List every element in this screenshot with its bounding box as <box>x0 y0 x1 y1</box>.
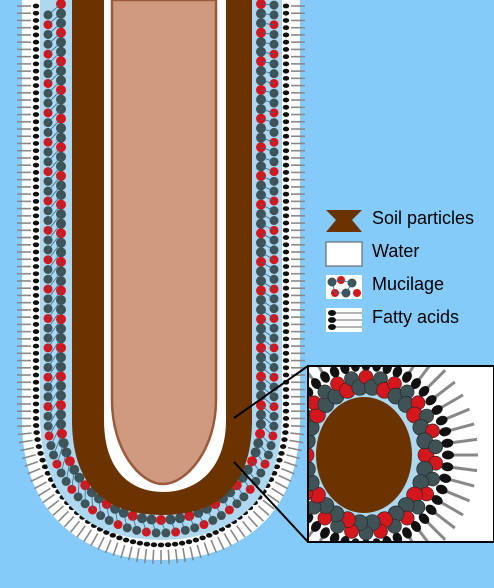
legend-label-fatty-acids: Fatty acids <box>372 307 459 328</box>
fatty-acid-swatch-icon <box>322 305 366 333</box>
water-swatch-icon <box>322 239 366 267</box>
legend-label-mucilage: Mucilage <box>372 274 444 295</box>
root <box>112 0 216 484</box>
soil-particle-swatch-icon <box>322 206 366 234</box>
legend: Soil particles Water Mucilage <box>322 204 494 336</box>
legend-label-water: Water <box>372 241 419 262</box>
legend-item-water: Water <box>322 237 494 270</box>
legend-item-fatty-acids: Fatty acids <box>322 303 494 336</box>
legend-label-soil: Soil particles <box>372 208 474 229</box>
inset-soil-particle <box>316 397 412 513</box>
legend-item-soil: Soil particles <box>322 204 494 237</box>
mucilage-swatch-icon <box>322 272 366 300</box>
legend-item-mucilage: Mucilage <box>322 270 494 303</box>
